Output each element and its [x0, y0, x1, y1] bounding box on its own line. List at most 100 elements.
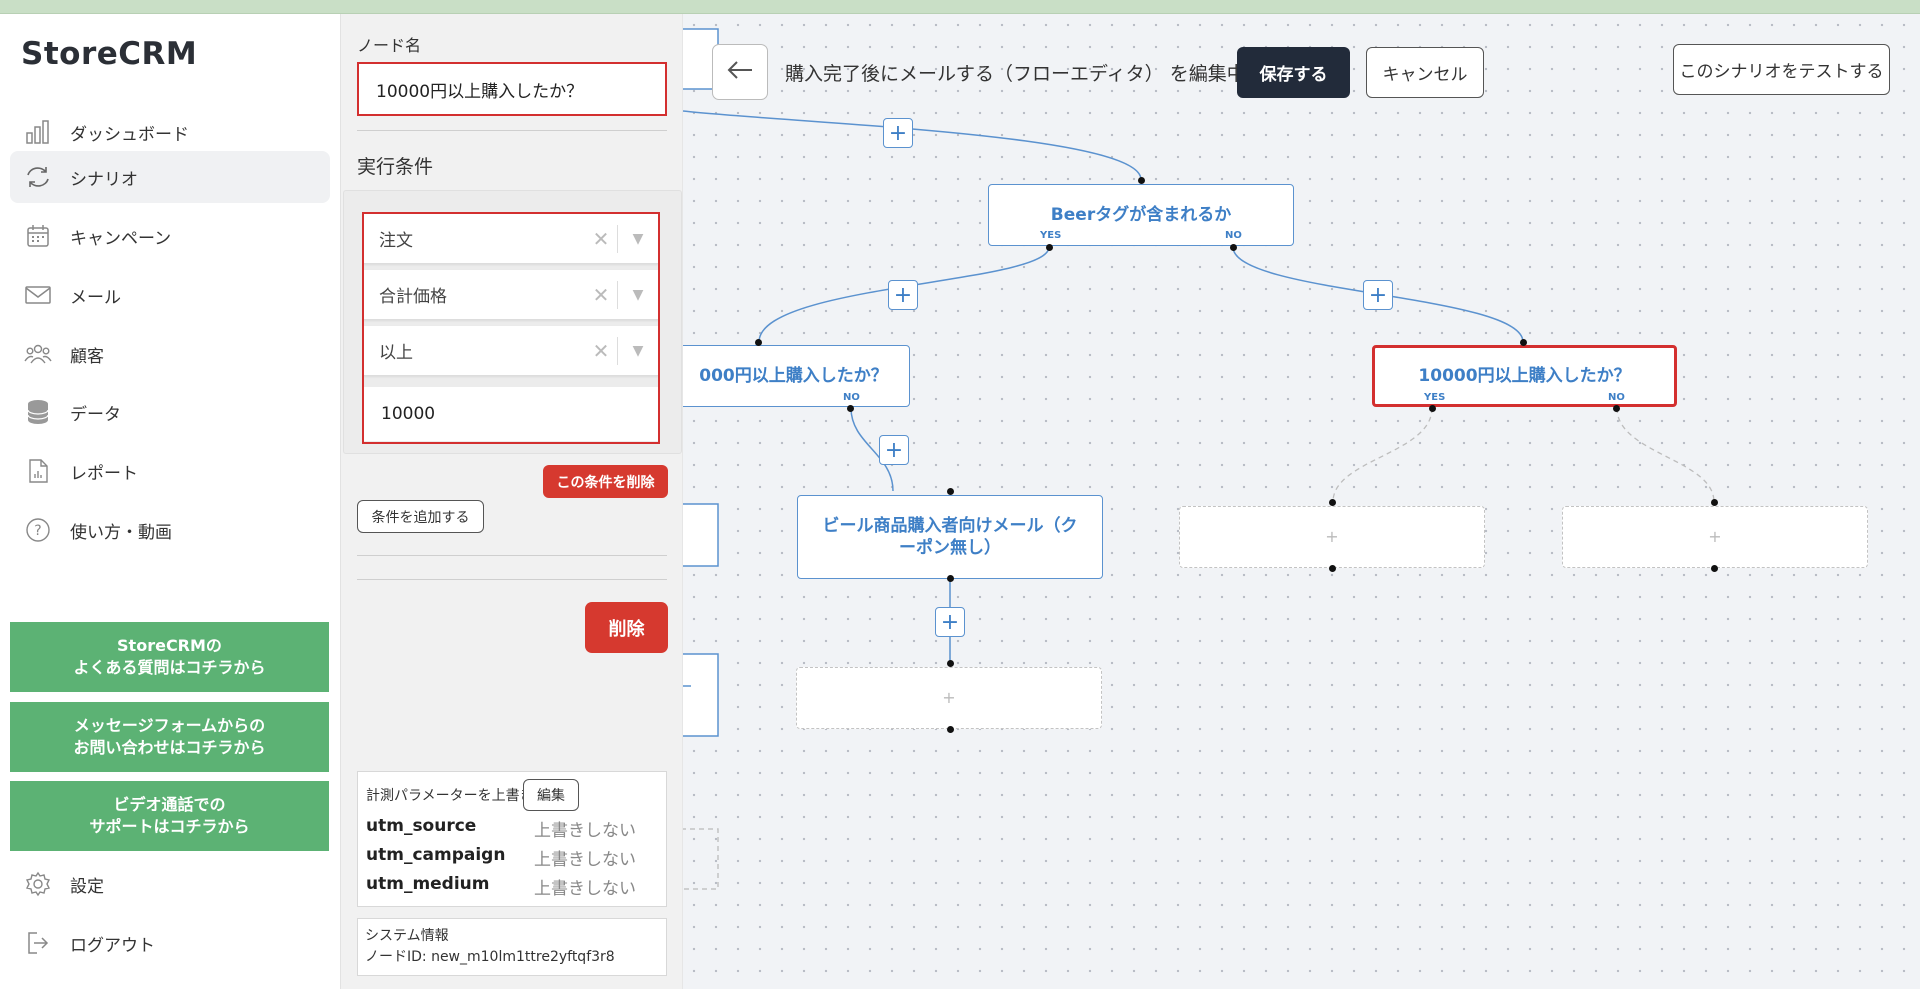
offscreen-empty-node	[683, 828, 719, 890]
condition-field-select[interactable]: 注文 ✕ ▼	[364, 214, 658, 264]
offscreen-node-left	[683, 503, 719, 567]
yes-label: YES	[1040, 230, 1062, 241]
offscreen-node-left-2	[683, 653, 719, 737]
contact-form-button[interactable]: メッセージフォームからの お問い合わせはコチラから	[10, 702, 329, 772]
sidebar-item-settings[interactable]: 設定	[10, 858, 330, 910]
sidebar-item-label: メール	[70, 287, 121, 308]
connector-port	[1329, 565, 1336, 572]
connector-port	[1520, 339, 1527, 346]
bar-chart-icon	[24, 118, 52, 146]
divider	[357, 555, 667, 556]
connector-port	[947, 575, 954, 582]
condition-operator-select[interactable]: 以上 ✕ ▼	[364, 326, 658, 376]
add-condition-button[interactable]: 条件を追加する	[357, 500, 484, 533]
add-node-button[interactable]: +	[883, 118, 913, 148]
node-properties-panel: ノード名 10000円以上購入したか？ 実行条件 注文 ✕ ▼ 合計価格 ✕ ▼…	[340, 14, 683, 989]
users-icon	[24, 340, 52, 368]
sidebar: StoreCRM ダッシュボード シナリオ キャンペーン メール 顧客 データ	[0, 14, 340, 989]
utm-edit-button[interactable]: 編集	[523, 779, 579, 811]
node-id: ノードID: new_m10lm1ttre2yftqf3r8	[365, 949, 615, 965]
add-node-button[interactable]: +	[1363, 280, 1393, 310]
delete-condition-button[interactable]: この条件を削除	[543, 465, 668, 498]
empty-node-slot[interactable]: +	[796, 667, 1102, 729]
utm-row: utm_medium 上書きしない	[366, 874, 636, 899]
save-button[interactable]: 保存する	[1237, 47, 1350, 98]
sidebar-item-dashboard[interactable]: ダッシュボード	[10, 106, 330, 158]
sidebar-item-customers[interactable]: 顧客	[10, 328, 330, 380]
add-node-button[interactable]: +	[879, 435, 909, 465]
condition-node-right-check[interactable]: 10000円以上購入したか？	[1372, 345, 1677, 407]
utm-override-box: 計測パラメーターを上書き 編集 utm_source 上書きしない utm_ca…	[357, 771, 667, 907]
chevron-down-icon[interactable]: ▼	[632, 230, 644, 247]
connector-port	[1138, 177, 1145, 184]
empty-node-slot[interactable]: +	[1562, 506, 1868, 568]
sidebar-item-label: 顧客	[70, 346, 104, 367]
gear-icon	[24, 870, 52, 898]
select-separator	[617, 280, 618, 309]
no-label: NO	[843, 392, 860, 403]
sidebar-item-label: シナリオ	[70, 169, 138, 190]
connector-dashed	[1332, 407, 1433, 503]
connector-port	[1046, 244, 1053, 251]
clear-icon[interactable]: ✕	[592, 282, 610, 307]
clear-icon[interactable]: ✕	[592, 226, 610, 251]
connector-port	[947, 660, 954, 667]
sidebar-item-help[interactable]: ? 使い方・動画	[10, 504, 330, 556]
utm-row: utm_source 上書きしない	[366, 816, 636, 841]
add-node-button[interactable]: +	[888, 280, 918, 310]
connector-dashed	[1616, 407, 1715, 503]
utm-header: 計測パラメーターを上書き	[366, 788, 534, 804]
utm-key: utm_medium	[366, 874, 490, 894]
sidebar-item-scenario[interactable]: シナリオ	[10, 151, 330, 203]
utm-value: 上書きしない	[534, 821, 636, 841]
logout-icon	[24, 929, 52, 957]
sidebar-item-logout[interactable]: ログアウト	[10, 917, 330, 969]
connector-line	[850, 407, 894, 492]
test-scenario-button[interactable]: このシナリオをテストする	[1673, 44, 1890, 95]
connector-port	[1429, 405, 1436, 412]
back-button[interactable]	[712, 44, 768, 100]
empty-node-slot[interactable]: +	[1179, 506, 1485, 568]
node-name-input[interactable]: 10000円以上購入したか？	[357, 62, 667, 116]
mail-node-beer[interactable]: ビール商品購入者向けメール（クーポン無し）	[797, 495, 1103, 579]
connector-port	[1711, 565, 1718, 572]
sidebar-item-data[interactable]: データ	[10, 386, 330, 438]
yes-label: YES	[1424, 392, 1446, 403]
sidebar-item-report[interactable]: レポート	[10, 445, 330, 497]
select-value: 注文	[379, 231, 413, 251]
sidebar-item-mail[interactable]: メール	[10, 269, 330, 321]
chevron-down-icon[interactable]: ▼	[632, 286, 644, 303]
connector-port	[1329, 499, 1336, 506]
select-value: 合計価格	[379, 287, 447, 307]
system-info-label: システム情報	[365, 928, 449, 944]
no-label: NO	[1225, 230, 1242, 241]
calendar-icon	[24, 222, 52, 250]
node-name-label: ノード名	[357, 36, 422, 55]
report-icon	[24, 457, 52, 485]
video-support-button[interactable]: ビデオ通話での サポートはコチラから	[10, 781, 329, 851]
condition-attribute-select[interactable]: 合計価格 ✕ ▼	[364, 270, 658, 320]
sidebar-item-label: キャンペーン	[70, 228, 172, 249]
delete-node-button[interactable]: 削除	[585, 602, 668, 653]
connector-port	[947, 488, 954, 495]
utm-value: 上書きしない	[534, 850, 636, 870]
svg-text:?: ?	[34, 523, 41, 539]
cancel-button[interactable]: キャンセル	[1366, 47, 1484, 98]
connector-port	[947, 726, 954, 733]
arrow-left-icon	[726, 60, 754, 84]
condition-value-input[interactable]: 10000	[364, 387, 658, 441]
utm-key: utm_campaign	[366, 845, 506, 865]
connector-port	[755, 339, 762, 346]
chevron-down-icon[interactable]: ▼	[632, 342, 644, 359]
condition-node-beer-tag[interactable]: Beerタグが含まれるか	[988, 184, 1294, 246]
condition-node-left-check[interactable]: 000円以上購入したか？	[683, 345, 910, 407]
help-icon: ?	[24, 516, 52, 544]
connector-line	[683, 110, 1142, 181]
condition-highlight	[362, 212, 660, 444]
flow-canvas[interactable]: Beerタグが含まれるか YES NO 000円以上購入したか？ NO 1000…	[683, 14, 1920, 989]
add-node-button[interactable]: +	[935, 607, 965, 637]
sidebar-item-campaign[interactable]: キャンペーン	[10, 210, 330, 262]
clear-icon[interactable]: ✕	[592, 338, 610, 363]
faq-button[interactable]: StoreCRMの よくある質問はコチラから	[10, 622, 329, 692]
app-logo: StoreCRM	[21, 36, 198, 72]
